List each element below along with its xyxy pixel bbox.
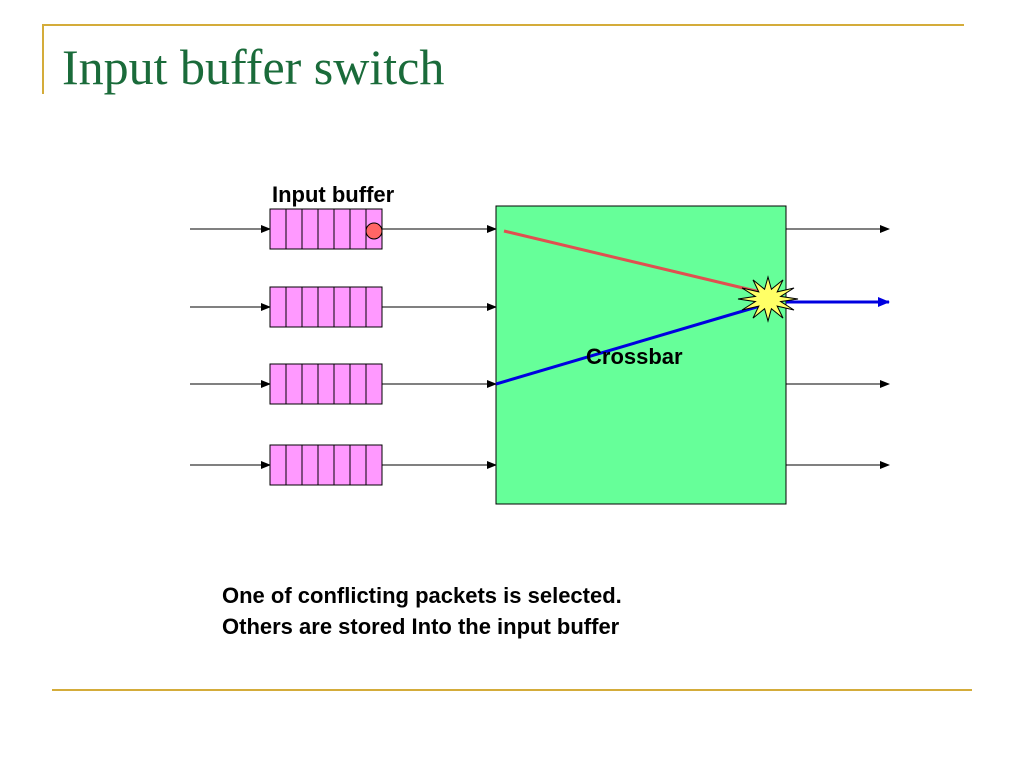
slide-accent-top-rule [42, 24, 964, 26]
slide-title: Input buffer switch [62, 39, 445, 95]
input-buffer-2 [269, 286, 383, 328]
input-line-group [190, 225, 497, 469]
slide-accent-vertical-rule [42, 24, 44, 94]
caption: One of conflicting packets is selected. … [222, 580, 622, 642]
slide-accent-bottom-rule [52, 689, 972, 691]
crossbar-box [495, 205, 787, 505]
queued-packet [365, 222, 383, 240]
crossbar-label: Crossbar [586, 344, 683, 369]
caption-line-2: Others are stored Into the input buffer [222, 614, 620, 639]
input-buffer-1 [269, 208, 383, 250]
input-buffer-label: Input buffer [272, 182, 395, 207]
selected-connection-path [495, 304, 761, 386]
input-buffer-3 [269, 363, 383, 405]
buffer-body [269, 286, 383, 328]
input-buffer-group [269, 208, 383, 486]
buffer-body [269, 208, 383, 250]
input-buffer-4 [269, 444, 383, 486]
buffer-body [269, 444, 383, 486]
caption-line-1: One of conflicting packets is selected. [222, 583, 622, 608]
blocked-connection-path [503, 229, 761, 294]
collision-burst-icon [737, 275, 799, 323]
buffer-body [269, 363, 383, 405]
output-line-group [786, 225, 890, 469]
